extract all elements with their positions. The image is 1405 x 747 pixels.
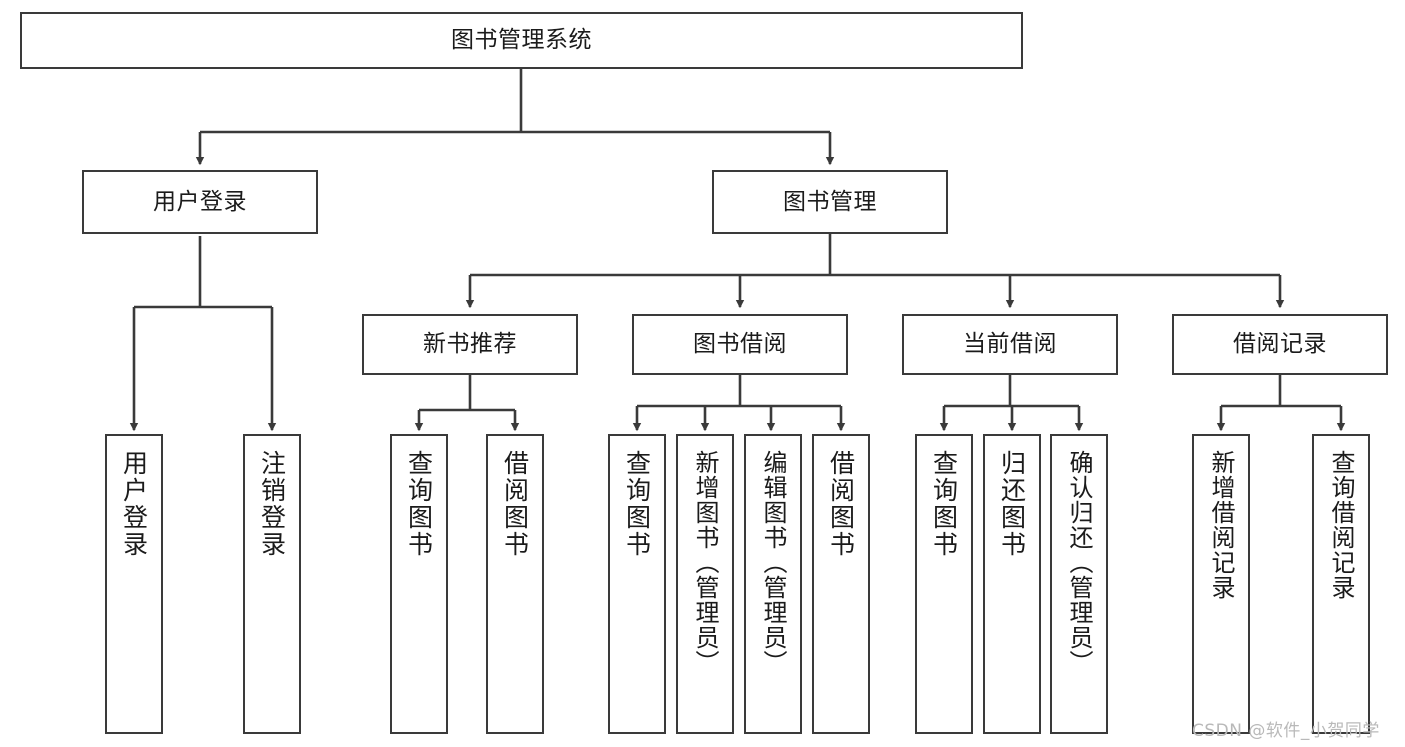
node-borrow-record[interactable]: 借阅记录 — [1172, 314, 1388, 375]
node-label: 新书推荐 — [423, 331, 517, 358]
node-label: 查询借阅记录 — [1327, 450, 1355, 600]
node-label: 图书管理 — [783, 188, 877, 215]
node-label: 借阅图书 — [500, 450, 530, 558]
node-label: 新增借阅记录 — [1207, 450, 1235, 600]
node-label: 用户登录 — [153, 188, 247, 215]
node-label: 查询图书 — [622, 450, 652, 558]
node-leaf-book-borrow-add[interactable]: 新增图书（管理员） — [676, 434, 734, 734]
node-leaf-borrow-record-query[interactable]: 查询借阅记录 — [1312, 434, 1370, 734]
node-leaf-new-book-query[interactable]: 查询图书 — [390, 434, 448, 734]
node-label: 图书管理系统 — [451, 27, 592, 54]
node-leaf-current-borrow-confirm[interactable]: 确认归还（管理员） — [1050, 434, 1108, 734]
node-leaf-book-borrow-borrow[interactable]: 借阅图书 — [812, 434, 870, 734]
node-leaf-current-borrow-query[interactable]: 查询图书 — [915, 434, 973, 734]
node-user-login[interactable]: 用户登录 — [82, 170, 318, 234]
node-book-management[interactable]: 图书管理 — [712, 170, 948, 234]
node-label: 新增图书（管理员） — [691, 450, 719, 675]
node-leaf-user-login-logout[interactable]: 注销登录 — [243, 434, 301, 734]
node-label: 确认归还（管理员） — [1065, 450, 1093, 675]
node-label: 借阅记录 — [1233, 331, 1327, 358]
node-leaf-borrow-record-add[interactable]: 新增借阅记录 — [1192, 434, 1250, 734]
node-leaf-user-login-login[interactable]: 用户登录 — [105, 434, 163, 734]
node-label: 用户登录 — [119, 450, 149, 558]
node-label: 注销登录 — [257, 450, 287, 558]
node-leaf-current-borrow-return[interactable]: 归还图书 — [983, 434, 1041, 734]
node-leaf-new-book-borrow[interactable]: 借阅图书 — [486, 434, 544, 734]
node-label: 查询图书 — [929, 450, 959, 558]
node-leaf-book-borrow-edit[interactable]: 编辑图书（管理员） — [744, 434, 802, 734]
node-label: 查询图书 — [404, 450, 434, 558]
node-root-system[interactable]: 图书管理系统 — [20, 12, 1023, 69]
node-label: 编辑图书（管理员） — [759, 450, 787, 675]
node-current-borrow[interactable]: 当前借阅 — [902, 314, 1118, 375]
node-label: 归还图书 — [997, 450, 1027, 558]
watermark-text: CSDN @软件_小贺同学 — [1192, 721, 1380, 741]
node-label: 借阅图书 — [826, 450, 856, 558]
node-label: 当前借阅 — [963, 331, 1057, 358]
node-new-book-recommend[interactable]: 新书推荐 — [362, 314, 578, 375]
node-book-borrow[interactable]: 图书借阅 — [632, 314, 848, 375]
node-label: 图书借阅 — [693, 331, 787, 358]
node-leaf-book-borrow-query[interactable]: 查询图书 — [608, 434, 666, 734]
